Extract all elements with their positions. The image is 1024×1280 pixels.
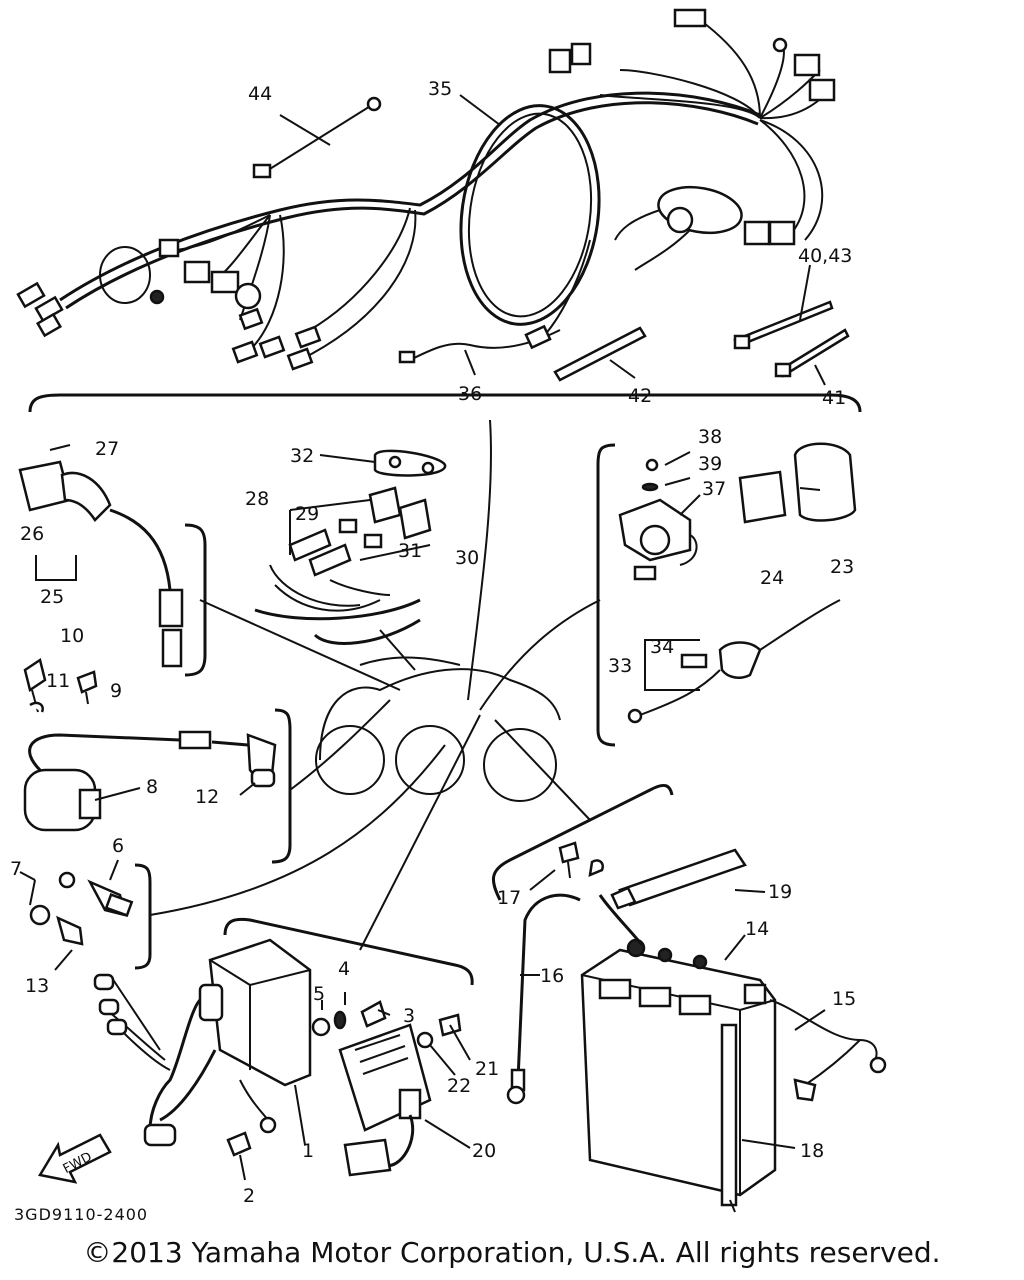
callout-5: 5	[313, 983, 325, 1005]
callout-30: 30	[455, 547, 479, 569]
throttle-cable-group	[18, 444, 207, 677]
callout-38: 38	[698, 426, 722, 448]
callout-11: 11	[46, 670, 70, 692]
callout-35: 35	[428, 78, 452, 100]
callout-34: 34	[650, 636, 674, 658]
callout-24: 24	[760, 567, 784, 589]
harness-bracket	[28, 393, 862, 413]
callout-19: 19	[768, 881, 792, 903]
callout-16: 16	[540, 965, 564, 987]
callout-28: 28	[245, 488, 269, 510]
callout-3: 3	[403, 1005, 415, 1027]
callout-23: 23	[830, 556, 854, 578]
callout-25: 25	[40, 586, 64, 608]
callout-39: 39	[698, 453, 722, 475]
switch-group	[254, 449, 447, 645]
callout-13: 13	[25, 975, 49, 997]
callout-8: 8	[146, 776, 158, 798]
callout-18: 18	[800, 1140, 824, 1162]
callout-41: 41	[822, 387, 846, 409]
callout-31: 31	[398, 540, 422, 562]
frame-outline	[315, 656, 561, 802]
callout-40-43: 40,43	[798, 245, 852, 267]
fwd-arrow: FWD	[38, 1133, 112, 1184]
callout-42: 42	[628, 385, 652, 407]
callout-9: 9	[110, 680, 122, 702]
callout-29: 29	[295, 503, 319, 525]
callout-33: 33	[608, 655, 632, 677]
callout-10: 10	[60, 625, 84, 647]
sensor-group	[19, 859, 152, 971]
callout-27: 27	[95, 438, 119, 460]
callout-labels: 44 35 40,43 36 42 41 27 32 38 39 37 28 2…	[10, 78, 856, 1207]
callout-1: 1	[302, 1140, 314, 1162]
callout-12: 12	[195, 786, 219, 808]
callout-17: 17	[497, 887, 521, 909]
callout-2: 2	[243, 1185, 255, 1207]
callout-21: 21	[475, 1058, 499, 1080]
callout-7: 7	[10, 858, 22, 880]
callout-36: 36	[458, 383, 482, 405]
wire-harness-group	[16, 8, 850, 386]
callout-32: 32	[290, 445, 314, 467]
battery-group	[491, 783, 887, 1213]
relay-group	[596, 442, 857, 747]
ignition-coil-group	[23, 657, 292, 864]
drawing-code: 3GD9110-2400	[14, 1205, 149, 1224]
callout-37: 37	[702, 478, 726, 500]
copyright-notice: ©2013 Yamaha Motor Corporation, U.S.A. A…	[83, 1236, 941, 1269]
callout-22: 22	[447, 1075, 471, 1097]
callout-15: 15	[832, 988, 856, 1010]
callout-26: 26	[20, 523, 44, 545]
callout-44: 44	[248, 83, 272, 105]
cdi-group	[93, 917, 474, 1181]
callout-6: 6	[112, 835, 124, 857]
callout-14: 14	[745, 918, 769, 940]
callout-20: 20	[472, 1140, 496, 1162]
callout-4: 4	[338, 958, 350, 980]
